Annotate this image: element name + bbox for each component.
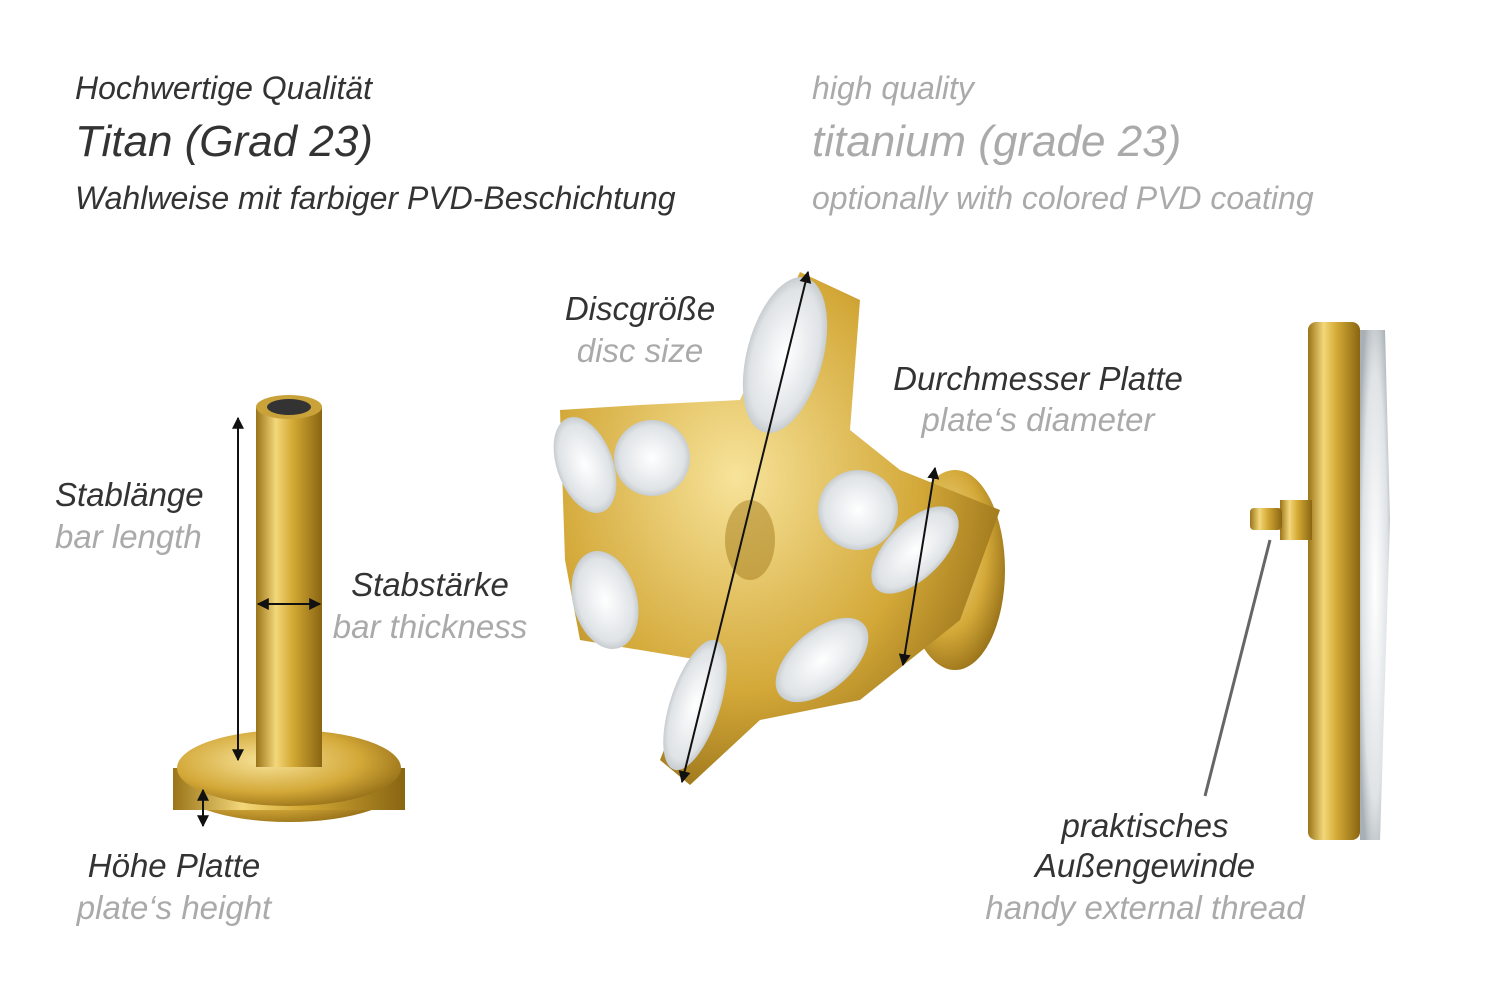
plate-height-label-en: plate‘s height (76, 889, 272, 926)
thread-pointer-line (1203, 539, 1272, 797)
header-en-material: titanium (grade 23) (812, 117, 1182, 166)
thread-label-en: handy external thread (985, 889, 1305, 926)
header-en-quality: high quality (812, 70, 974, 106)
thread-label-de-2: Außengewinde (1034, 847, 1256, 884)
bar-thickness-label-de: Stabstärke (351, 566, 509, 603)
jewel-top-side (1250, 322, 1390, 840)
plate-diameter-arrow (898, 466, 940, 667)
bar-length-label-de: Stablänge (55, 476, 204, 513)
bar-thickness-label-en: bar thickness (332, 608, 528, 645)
disc-size-label-de: Discgröße (564, 290, 716, 327)
header-en-coating: optionally with colored PVD coating (812, 180, 1314, 216)
header-de-coating: Wahlweise mit farbiger PVD-Beschichtung (75, 180, 676, 216)
plate-height-label-de: Höhe Platte (87, 847, 261, 884)
plate-diameter-label-en: plate‘s diameter (921, 401, 1155, 438)
header-de-material: Titan (Grad 23) (75, 117, 373, 166)
header-de-quality: Hochwertige Qualität (75, 70, 373, 106)
disc-size-label-en: disc size (576, 332, 704, 369)
disc-size-arrow (678, 270, 812, 784)
plate-diameter-label-de: Durchmesser Platte (893, 360, 1183, 397)
bar-length-label-en: bar length (55, 518, 202, 555)
thread-label-de-1: praktisches (1061, 807, 1229, 844)
